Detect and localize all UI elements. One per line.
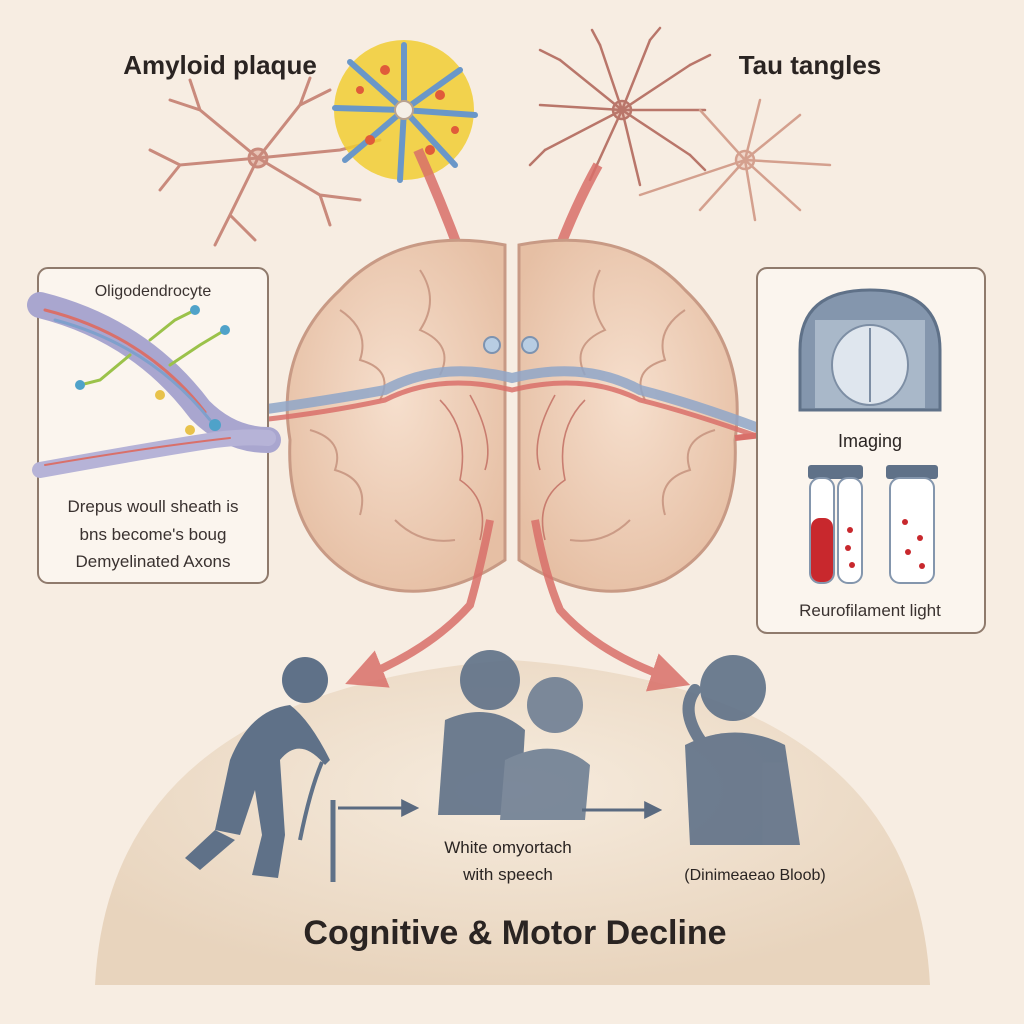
sheath-text-line2: bns become's boug — [80, 525, 227, 544]
amyloid-plaque-icon — [332, 40, 478, 183]
amyloid-label: Amyloid plaque — [123, 50, 317, 80]
axon-bundle-icon — [27, 292, 281, 478]
blood-tube-icon-2 — [886, 465, 938, 584]
tau-neuron-icon — [638, 98, 832, 222]
sheath-text-line1: Drepus woull sheath is — [67, 497, 238, 516]
blood-tube-icon — [808, 465, 863, 584]
demyelinated-axons-label: Demyelinated Axons — [76, 552, 231, 571]
neuron-icon — [148, 76, 382, 247]
tract-red — [259, 380, 791, 451]
couple-figure — [438, 650, 590, 820]
blood-label: (Dinimeaeao Bloob) — [684, 867, 825, 884]
brain-icon — [285, 238, 739, 593]
down-arrow-left — [345, 519, 494, 688]
imaging-label: Imaging — [838, 431, 902, 451]
tau-tangle-icon — [528, 26, 712, 187]
brain-scan-icon — [798, 288, 942, 412]
speech-text-line1: White omyortach — [444, 838, 572, 857]
neurofilament-label: Reurofilament light — [799, 601, 941, 620]
decline-title: Cognitive & Motor Decline — [303, 914, 726, 952]
distressed-person-figure — [682, 655, 800, 845]
oligodendrocyte-label: Oligodendrocyte — [95, 283, 212, 300]
elderly-cane-figure — [185, 657, 336, 882]
tract-blue — [259, 366, 792, 445]
oligodendrocyte-panel — [37, 267, 269, 584]
speech-text-line2: with speech — [462, 865, 553, 884]
down-arrow-right — [531, 519, 691, 692]
tau-label: Tau tangles — [739, 50, 882, 80]
